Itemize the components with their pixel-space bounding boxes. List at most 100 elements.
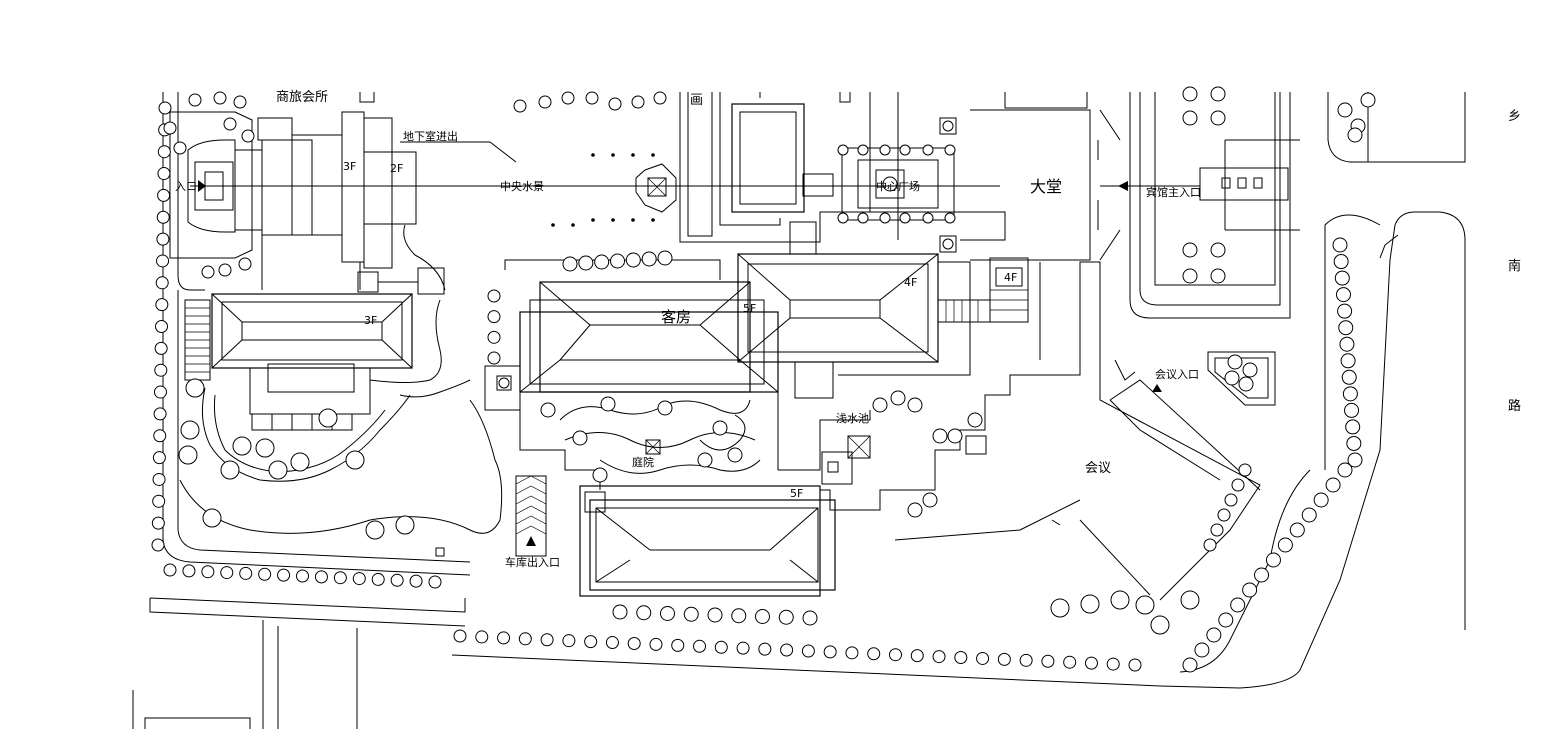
tree <box>712 420 728 436</box>
tree <box>907 397 923 413</box>
tree <box>156 232 170 246</box>
tree <box>731 608 747 624</box>
tree <box>1106 657 1120 671</box>
tree <box>683 606 699 622</box>
tree <box>1325 477 1341 493</box>
tree <box>152 472 166 486</box>
tree <box>1019 653 1033 667</box>
tree <box>947 428 963 444</box>
tree <box>1338 320 1354 336</box>
tree <box>153 429 167 443</box>
tree <box>1182 110 1198 126</box>
tree <box>1206 627 1222 643</box>
tree <box>1265 552 1281 568</box>
tree <box>152 494 166 508</box>
tree <box>318 408 338 428</box>
tree <box>163 563 177 577</box>
tree <box>1182 657 1198 673</box>
tree <box>1238 463 1252 477</box>
label-entrance-left: 入口 <box>175 180 197 193</box>
tree <box>1289 522 1305 538</box>
tree <box>657 250 673 266</box>
tree <box>241 129 255 143</box>
label-shallow-pool: 浅水池 <box>836 412 869 425</box>
central-square <box>802 117 1006 253</box>
tree <box>572 430 588 446</box>
tree <box>578 255 594 271</box>
tree <box>1084 656 1098 670</box>
tree <box>1347 452 1363 468</box>
tree <box>671 638 685 652</box>
tree <box>151 516 165 530</box>
tree <box>1340 353 1356 369</box>
tree <box>296 569 309 583</box>
pool-structure <box>679 92 871 243</box>
label-floor-3f-a: 3F <box>343 160 356 173</box>
tree <box>1242 362 1258 378</box>
guest-room-building-c <box>579 400 987 597</box>
tree <box>857 144 869 156</box>
tree <box>879 212 891 224</box>
tree <box>1337 102 1353 118</box>
tree <box>627 636 641 650</box>
tree <box>636 605 652 621</box>
tree <box>600 396 616 412</box>
tree <box>1337 462 1353 478</box>
tree <box>801 644 815 658</box>
tree <box>653 91 667 105</box>
tree <box>1342 386 1358 402</box>
tree <box>592 467 608 483</box>
tree <box>1339 336 1355 352</box>
tree <box>154 363 168 377</box>
tree <box>540 402 556 418</box>
tree <box>1150 615 1170 635</box>
label-floor-5f-a: 5F <box>743 302 756 315</box>
tree <box>1231 478 1245 492</box>
tree <box>1217 508 1231 522</box>
tree <box>845 646 859 660</box>
tree <box>778 609 794 625</box>
tree <box>182 564 196 578</box>
tree <box>890 390 906 406</box>
tree <box>755 609 770 624</box>
tree <box>233 95 247 109</box>
tree <box>1337 303 1353 319</box>
tree <box>345 450 365 470</box>
tree <box>562 256 578 272</box>
tree <box>1227 354 1243 370</box>
tree <box>612 604 628 620</box>
tree <box>156 254 170 268</box>
tree <box>201 265 215 279</box>
tree <box>605 636 619 650</box>
label-guest-rooms: 客房 <box>661 308 691 326</box>
tree <box>1210 86 1226 102</box>
central-axis <box>190 92 1000 240</box>
tree <box>907 502 923 518</box>
tree <box>727 447 743 463</box>
tree <box>1041 654 1055 668</box>
tree <box>180 420 200 440</box>
tree <box>922 212 934 224</box>
tree <box>1218 612 1234 628</box>
garage-ramp <box>435 475 547 557</box>
tree <box>562 634 576 648</box>
tree <box>823 645 837 659</box>
tree <box>487 330 501 344</box>
tree <box>173 141 187 155</box>
tree <box>1242 582 1258 598</box>
label-road-char-1: 乡 <box>1508 109 1521 124</box>
label-floor-3f-b: 3F <box>364 314 377 327</box>
tree <box>1224 370 1240 386</box>
tree <box>155 320 168 333</box>
tree <box>314 570 328 584</box>
tree <box>1254 567 1270 583</box>
tree <box>152 451 166 465</box>
tree <box>1238 376 1254 392</box>
tree <box>657 400 673 416</box>
tree <box>997 652 1011 666</box>
tree <box>185 378 205 398</box>
label-basement-entrance: 地下室进出 <box>403 129 458 143</box>
tree <box>1180 590 1200 610</box>
tree <box>155 276 169 290</box>
label-road-char-3: 路 <box>1508 398 1521 414</box>
